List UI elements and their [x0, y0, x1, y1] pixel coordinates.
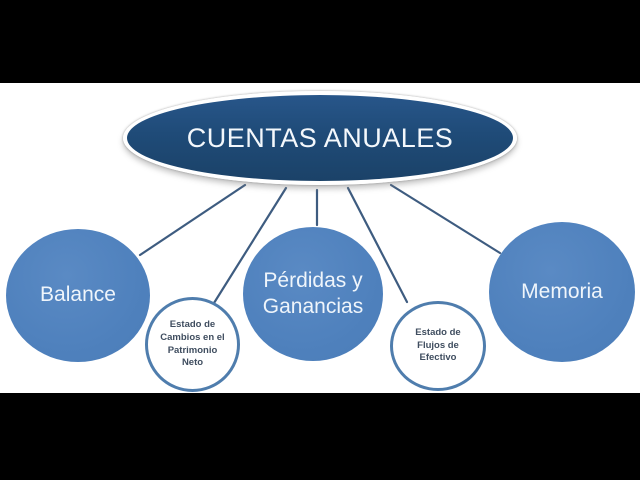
node-memoria: Memoria: [489, 222, 635, 362]
node-perdidas-ganancias: Pérdidas y Ganancias: [243, 227, 383, 361]
node-balance-label: Balance: [40, 283, 116, 307]
node-estado-cambios-label: Estado de Cambios en el Patrimonio Neto: [160, 319, 225, 369]
connector-memoria: [389, 183, 502, 255]
diagram-canvas: CUENTAS ANUALES Balance Estado de Cambio…: [0, 83, 640, 393]
letterbox-top-bar: [0, 0, 640, 83]
letterbox-bottom-bar: [0, 393, 640, 480]
node-estado-flujos: Estado de Flujos de Efectivo: [390, 301, 486, 391]
connector-balance: [138, 183, 247, 257]
central-node-cuentas-anuales: CUENTAS ANUALES: [123, 91, 517, 185]
node-perdidas-ganancias-label: Pérdidas y Ganancias: [262, 268, 364, 318]
central-node-label: CUENTAS ANUALES: [186, 122, 454, 153]
connector-estado-flujos: [346, 186, 409, 304]
node-estado-flujos-label: Estado de Flujos de Efectivo: [415, 327, 461, 364]
node-balance: Balance: [6, 229, 150, 362]
connector-lines: [138, 183, 502, 305]
connector-estado-cambios: [212, 186, 288, 305]
node-estado-cambios: Estado de Cambios en el Patrimonio Neto: [145, 297, 240, 392]
node-memoria-label: Memoria: [521, 279, 603, 303]
